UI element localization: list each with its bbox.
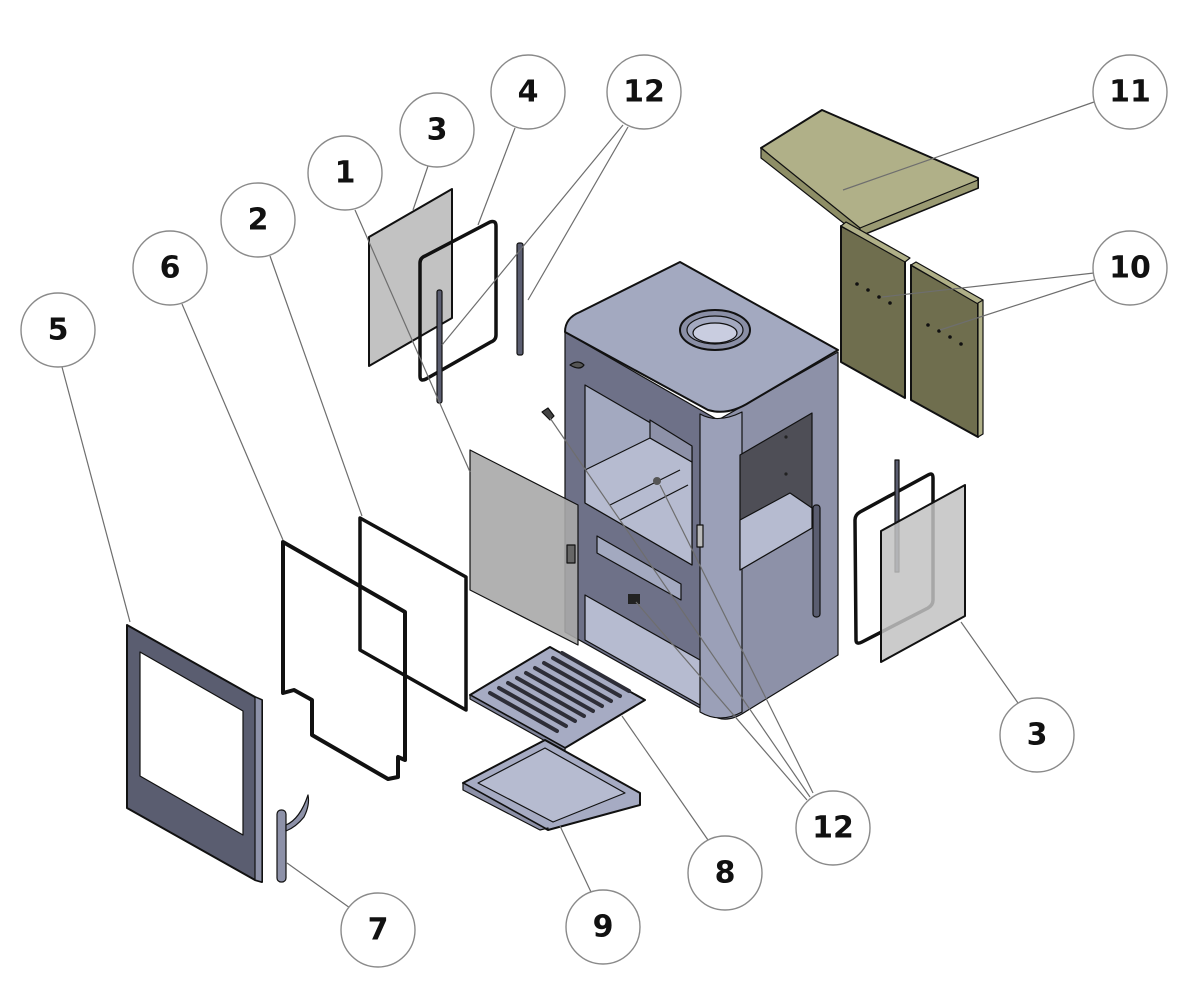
leader-5 [61,366,131,623]
leader-1 [354,209,471,473]
callout-12-bottom: 12 [795,790,871,866]
side-rail [812,504,821,618]
grate [469,646,646,753]
side-glass-gasket-left [418,219,498,382]
firebox-back [649,419,693,463]
leader-4 [477,127,516,226]
leader-12a-1 [441,124,624,346]
callout-8: 8 [687,835,763,911]
leader-7 [286,862,351,909]
side-window-lower [739,492,813,571]
leader-12b-1 [549,417,811,798]
door-frame [126,624,263,883]
svg-text:8: 8 [715,856,736,891]
callout-4: 4 [490,54,566,130]
glass-clip [516,242,524,356]
svg-text:5: 5 [48,313,69,348]
svg-text:12: 12 [812,811,854,846]
leader-3b [960,621,1019,704]
fixing-dot [784,472,788,476]
side-glass-right [880,484,966,663]
callout-12-top: 12 [606,54,682,130]
callout-10: 10 [1092,230,1168,306]
svg-text:1: 1 [335,156,356,191]
stove-body [564,261,839,720]
door-frame-window [139,651,244,836]
vermiculite-side-panels [840,221,984,438]
callout-11: 11 [1092,54,1168,130]
callout-3-top: 3 [399,92,475,168]
stove-corner [699,411,743,719]
svg-text:9: 9 [593,910,614,945]
firebox-clip [653,477,661,485]
callout-2: 2 [220,182,296,258]
fixing-dot [784,435,788,439]
leader-2 [269,255,363,517]
leader-12b-2 [659,484,814,794]
svg-text:10: 10 [1109,251,1151,286]
leader-8 [621,715,709,841]
svg-text:2: 2 [248,203,269,238]
glass-clip [436,289,443,404]
svg-text:3: 3 [427,113,448,148]
callout-5: 5 [20,292,96,368]
door-glass [469,449,579,646]
callout-3-right: 3 [999,697,1075,773]
ash-pan [462,739,641,831]
grate-slots [488,651,631,733]
callout-7: 7 [340,892,416,968]
vermiculite-baffle [760,109,979,237]
door-rope-gasket [281,540,407,781]
leader-11 [842,101,1095,191]
air-slider [628,594,640,604]
callout-6: 6 [132,230,208,306]
firebox-clip [541,407,555,421]
flue-collar [679,309,751,351]
side-glass-left [368,188,453,367]
svg-text:12: 12 [623,75,665,110]
air-control [696,524,704,548]
leader-10-2 [939,279,1095,331]
svg-text:7: 7 [368,913,389,948]
leader-lines [61,101,1095,909]
svg-text:3: 3 [1027,718,1048,753]
leader-12a-2 [527,126,629,301]
door-handle [276,794,310,883]
callouts: 5 6 2 1 3 4 12 11 10 3 12 8 9 7 [20,54,1168,968]
glass-gasket [358,516,468,712]
svg-text:4: 4 [518,75,539,110]
leader-10-1 [881,272,1095,298]
grate-bar [619,484,689,521]
door-hinge [566,544,576,564]
leader-9 [559,825,592,893]
firebox-floor [584,437,693,566]
svg-text:11: 11 [1109,75,1151,110]
ash-opening [584,594,701,706]
leader-6 [181,303,284,541]
callout-9: 9 [565,889,641,965]
leader-12b-3 [635,601,808,801]
leader-3a [412,165,429,211]
grate-bar [609,469,681,506]
callout-1: 1 [307,135,383,211]
door-latch [569,361,585,369]
svg-text:6: 6 [160,251,181,286]
